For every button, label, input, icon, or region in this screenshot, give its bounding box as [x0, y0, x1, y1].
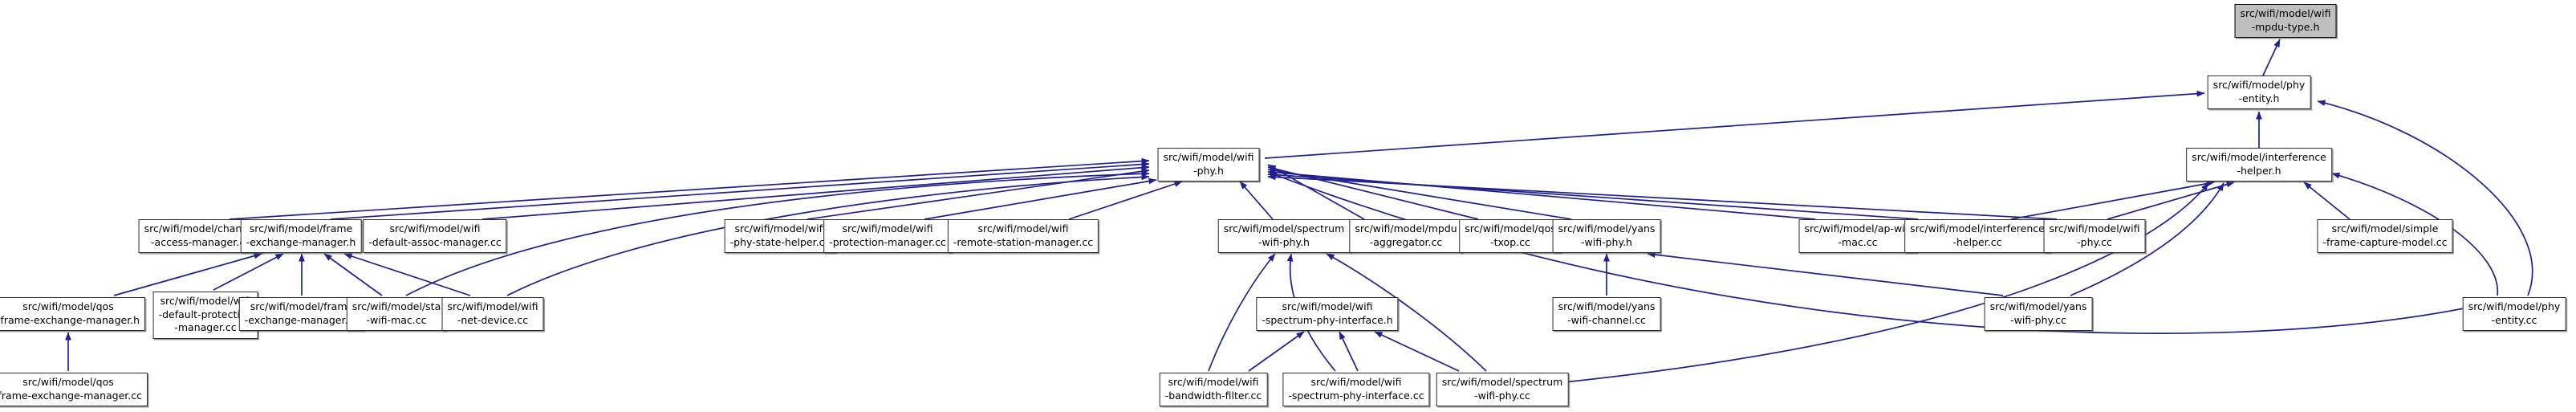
graph-node-wifi-spectrum-phy-interface-h[interactable]: src/wifi/model/wifi -spectrum-phy-interf… [1256, 297, 1399, 331]
edge-wifi-net-device-cc--wifi-phy-h [506, 173, 1150, 296]
edge-wifi-bandwidth-filter-cc--wifi-spectrum-phy-interface-h [1248, 331, 1305, 372]
graph-node-qos-txop-cc[interactable]: src/wifi/model/qos -txop.cc [1459, 219, 1562, 253]
edge-wifi-default-protection-manager-cc--frame-exchange-manager-h [213, 253, 284, 291]
edge-phy-entity-cc--phy-entity-h [2317, 100, 2533, 296]
graph-node-wifi-remote-station-manager-cc[interactable]: src/wifi/model/wifi -remote-station-mana… [947, 219, 1099, 253]
graph-node-ap-wifi-mac-cc[interactable]: src/wifi/model/ap-wifi -mac.cc [1798, 219, 1917, 253]
graph-node-simple-frame-capture-model-cc[interactable]: src/wifi/model/simple -frame-capture-mod… [2317, 219, 2453, 253]
graph-node-wifi-spectrum-phy-interface-cc[interactable]: src/wifi/model/wifi -spectrum-phy-interf… [1282, 373, 1430, 406]
edge-wifi-default-assoc-manager-cc--wifi-phy-h [481, 164, 1150, 220]
graph-node-wifi-net-device-cc[interactable]: src/wifi/model/wifi -net-device.cc [441, 297, 544, 331]
graph-node-spectrum-wifi-phy-h[interactable]: src/wifi/model/spectrum -wifi-phy.h [1217, 219, 1351, 253]
edge-channel-access-manager-cc--wifi-phy-h [229, 157, 1150, 220]
graph-node-wifi-mpdu-type-h[interactable]: src/wifi/model/wifi -mpdu-type.h [2234, 4, 2337, 38]
edge-spectrum-wifi-phy-cc--spectrum-wifi-phy-h [1326, 253, 1487, 372]
edge-ap-wifi-mac-cc--wifi-phy-h [1267, 169, 1816, 220]
edge-wifi-spectrum-phy-interface-cc--wifi-spectrum-phy-interface-h [1339, 331, 1359, 372]
edge-spectrum-wifi-phy-cc--interference-helper-h [1562, 182, 2209, 383]
graph-node-phy-entity-h[interactable]: src/wifi/model/phy -entity.h [2207, 75, 2311, 109]
graph-node-qos-frame-exchange-manager-cc[interactable]: src/wifi/model/qos -frame-exchange-manag… [0, 373, 148, 406]
edge-wifi-protection-manager-cc--wifi-phy-h [924, 177, 1157, 220]
edge-wifi-phy-state-helper-cc--wifi-phy-h [807, 168, 1150, 220]
edge-wifi-remote-station-manager-cc--wifi-phy-h [1068, 181, 1183, 220]
graph-node-wifi-phy-state-helper-cc[interactable]: src/wifi/model/wifi -phy-state-helper.cc [724, 219, 836, 253]
edge-wifi-phy-cc--wifi-phy-h [1267, 173, 2058, 220]
edge-phy-entity-h--wifi-mpdu-type-h [2262, 39, 2281, 76]
edge-yans-wifi-phy-cc--yans-wifi-phy-h [1647, 251, 2004, 296]
graph-node-sta-wifi-mac-cc[interactable]: src/wifi/model/sta -wifi-mac.cc [346, 297, 447, 331]
edge-wifi-bandwidth-filter-cc--spectrum-wifi-phy-h [1208, 253, 1276, 372]
edge-interference-helper-cc--wifi-phy-h [1267, 171, 1919, 220]
edge-yans-wifi-phy-cc--interference-helper-h [2070, 182, 2225, 296]
graph-node-yans-wifi-phy-h[interactable]: src/wifi/model/yans -wifi-phy.h [1552, 219, 1661, 253]
graph-node-frame-exchange-manager-cc[interactable]: src/wifi/model/frame -exchange-manager.c… [238, 297, 365, 331]
graph-node-interference-helper-cc[interactable]: src/wifi/model/interference -helper.cc [1904, 219, 2050, 253]
edge-frame-exchange-manager-h--wifi-phy-h [330, 161, 1150, 220]
edge-wifi-net-device-cc--frame-exchange-manager-h [343, 253, 471, 296]
graph-node-wifi-default-assoc-manager-cc[interactable]: src/wifi/model/wifi -default-assoc-manag… [363, 219, 507, 253]
edge-sta-wifi-mac-cc--frame-exchange-manager-h [323, 253, 383, 296]
graph-node-mpdu-aggregator-cc[interactable]: src/wifi/model/mpdu -aggregator.cc [1349, 219, 1463, 253]
edge-spectrum-wifi-phy-cc--wifi-spectrum-phy-interface-h [1374, 331, 1460, 372]
graph-node-spectrum-wifi-phy-cc[interactable]: src/wifi/model/spectrum -wifi-phy.cc [1436, 373, 1569, 406]
graph-node-wifi-phy-cc[interactable]: src/wifi/model/wifi -phy.cc [2043, 219, 2146, 253]
graph-node-phy-entity-cc[interactable]: src/wifi/model/phy -entity.cc [2462, 297, 2566, 331]
edge-interference-helper-cc--interference-helper-h [2010, 180, 2215, 220]
edge-wifi-phy-h--phy-entity-h [1264, 90, 2205, 159]
edge-phy-entity-cc--interference-helper-h [2331, 172, 2498, 296]
edge-sta-wifi-mac-cc--wifi-phy-h [405, 170, 1150, 296]
edge-qos-frame-exchange-manager-h--frame-exchange-manager-h [113, 252, 262, 296]
edge-spectrum-wifi-phy-h--wifi-phy-h [1239, 181, 1274, 220]
graph-node-yans-wifi-channel-cc[interactable]: src/wifi/model/yans -wifi-channel.cc [1552, 297, 1661, 331]
graph-node-yans-wifi-phy-cc[interactable]: src/wifi/model/yans -wifi-phy.cc [1984, 297, 2093, 331]
graph-node-qos-frame-exchange-manager-h[interactable]: src/wifi/model/qos -frame-exchange-manag… [0, 297, 146, 331]
edge-simple-frame-capture-model-cc--interference-helper-h [2303, 182, 2350, 220]
edge-phy-entity-cc--wifi-phy-h [1269, 172, 2464, 334]
graph-node-wifi-bandwidth-filter-cc[interactable]: src/wifi/model/wifi -bandwidth-filter.cc [1159, 373, 1268, 406]
graph-node-interference-helper-h[interactable]: src/wifi/model/interference -helper.h [2186, 148, 2332, 182]
graph-node-wifi-phy-h[interactable]: src/wifi/model/wifi -phy.h [1157, 148, 1260, 182]
graph-node-frame-exchange-manager-h[interactable]: src/wifi/model/frame -exchange-manager.h [240, 219, 362, 253]
graph-node-wifi-protection-manager-cc[interactable]: src/wifi/model/wifi -protection-manager.… [823, 219, 952, 253]
edge-wifi-phy-cc--interference-helper-h [2107, 181, 2235, 220]
